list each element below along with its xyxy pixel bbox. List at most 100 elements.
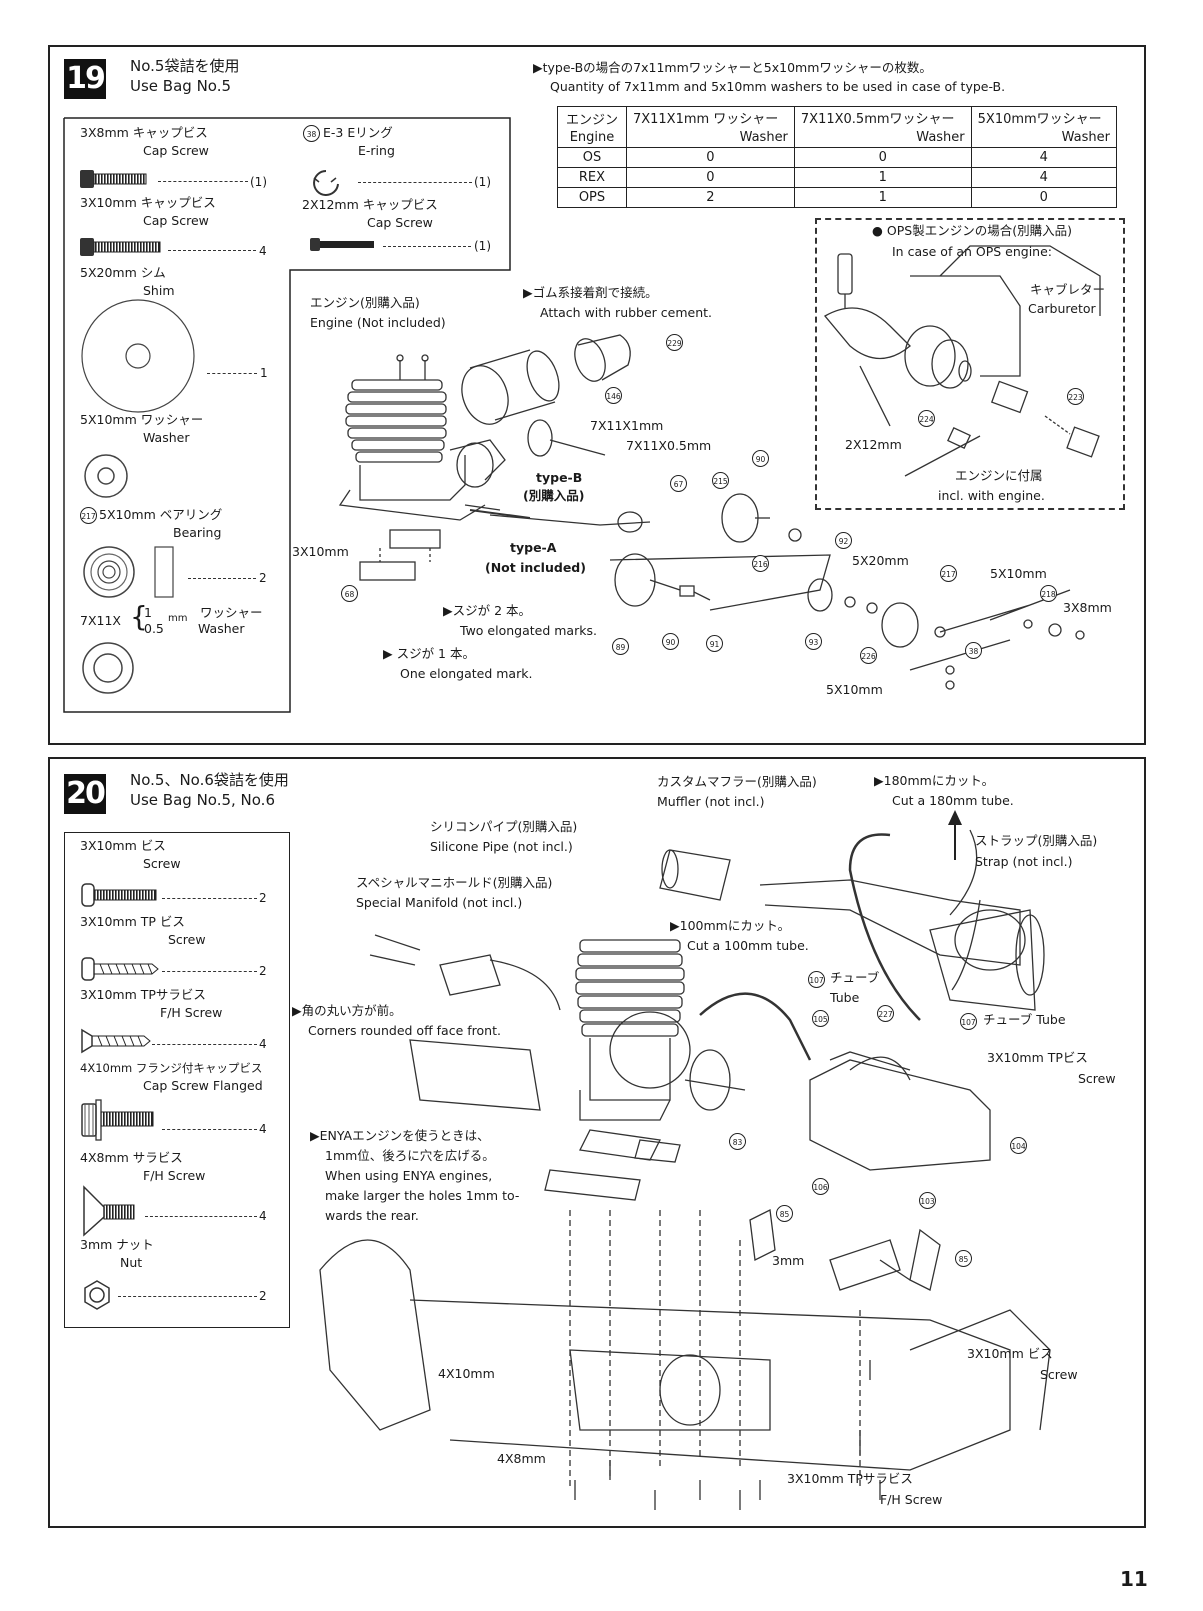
rubber-cement-en: Attach with rubber cement. (540, 305, 713, 320)
part-3mm-nut-en: Nut (120, 1255, 143, 1270)
part-e-ring-qty: (1) (474, 175, 491, 189)
part-qty: 4 (259, 1209, 267, 1223)
ops-carb-jp: キャブレター (1030, 282, 1106, 297)
part-2x12-cap-screw-jp: 2X12mm キャップビス (302, 197, 438, 212)
step-19-bag-jp: No.5袋詰を使用 (130, 57, 240, 75)
silicone-pipe-jp: シリコンパイプ(別購入品) (430, 819, 578, 834)
ref-callout: 83 (729, 1133, 746, 1150)
ref-callout: 91 (706, 635, 723, 652)
part-4x10-flanged-en: Cap Screw Flanged (143, 1078, 263, 1093)
part-2x12-cap-screw-en: Cap Screw (367, 215, 433, 230)
washer-7x11x05-label: 7X11X0.5mm (626, 438, 712, 453)
qty-leader (207, 373, 257, 374)
washer-icon (82, 642, 134, 694)
cut-100-en: Cut a 100mm tube. (687, 938, 809, 953)
brace: { (130, 600, 148, 633)
tube-label-2: チューブ Tube (983, 1012, 1066, 1027)
flanged-cap-screw-icon (81, 1099, 154, 1141)
two-marks-jp: ▶スジが 2 本。 (443, 603, 532, 618)
size-4x10-label: 4X10mm (438, 1366, 495, 1381)
part-3x8-qty: (1) (250, 175, 267, 189)
washer-quantity-table: エンジン 7X11X1mm ワッシャー 7X11X0.5mmワッシャー 5X10… (557, 106, 1118, 208)
washer-7x11x1-label: 7X11X1mm (590, 418, 664, 433)
part-bearing-jp: 5X10mm ベアリング (99, 507, 223, 522)
step-20-parts-box (64, 832, 290, 1328)
flathead-screw-icon (83, 1185, 135, 1237)
fh-screw-label-en: F/H Screw (880, 1492, 943, 1507)
ref-callout: 104 (1010, 1137, 1027, 1154)
size-3x8-label: 3X8mm (1063, 600, 1112, 615)
page-number: 11 (1120, 1567, 1148, 1591)
muffler-label-en: Muffler (not incl.) (657, 794, 765, 809)
silicone-pipe-en: Silicone Pipe (not incl.) (430, 839, 573, 854)
nut-3mm-label: 3mm (772, 1253, 805, 1268)
part-shim-qty: 1 (260, 366, 268, 380)
tp-screw-jp: 3X10mm TPビス (987, 1050, 1088, 1065)
one-mark-en: One elongated mark. (400, 666, 533, 681)
part-2x12-qty: (1) (474, 239, 491, 253)
part-4x10-flanged-jp: 4X10mm フランジ付キャップビス (80, 1061, 263, 1075)
engine-muffler-tank-assembly-diagram (319, 810, 1051, 1510)
qty-leader (188, 578, 256, 579)
ref-217-callout: 217 (80, 507, 97, 524)
table-header-w1-en: Washer (625, 128, 795, 148)
type-b-label: type-B (536, 470, 583, 485)
ref-38-callout: 38 (303, 125, 320, 142)
ref-224-callout: 224 (918, 410, 935, 427)
carburetor-illustration (824, 245, 1101, 477)
enya-note-en-1: When using ENYA engines, (325, 1168, 493, 1183)
two-marks-en: Two elongated marks. (460, 623, 597, 638)
part-3x10-screw-en: Screw (143, 856, 181, 871)
ref-callout: 67 (670, 475, 687, 492)
part-bearing-qty: 2 (259, 571, 267, 585)
part-4x8-fh-jp: 4X8mm サラビス (80, 1150, 183, 1165)
table-header-w3-en: Washer (970, 128, 1118, 148)
cap-screw-icon (310, 238, 374, 251)
washer-icon (84, 454, 128, 498)
table-header-w2-en: Washer (793, 128, 972, 148)
part-3x10-tp-screw-en: Screw (168, 932, 206, 947)
part-7x11-washer-en: Washer (198, 621, 245, 636)
table-row: REX 0 1 4 (557, 167, 1118, 188)
qty-leader (358, 182, 472, 183)
pan-screw-icon (81, 883, 157, 907)
cut-180-jp: ▶180mmにカット。 (874, 773, 995, 788)
ops-incl-jp: エンジンに付属 (955, 468, 1043, 483)
ref-callout: 227 (877, 1005, 894, 1022)
cut-180-en: Cut a 180mm tube. (892, 793, 1014, 808)
part-3x10-cap-screw-jp: 3X10mm キャップビス (80, 195, 216, 210)
step-19-panel (48, 45, 1146, 745)
table-note-en: Quantity of 7x11mm and 5x10mm washers to… (550, 79, 1006, 94)
enya-note-en-2: make larger the holes 1mm to- (325, 1188, 520, 1203)
table-header-w2: 7X11X0.5mmワッシャー (793, 106, 972, 128)
manifold-jp: スペシャルマニホールド(別購入品) (356, 875, 553, 890)
muffler-label-jp: カスタムマフラー(別購入品) (657, 774, 817, 789)
ref-callout: 226 (860, 647, 877, 664)
table-cell: 4 (970, 167, 1118, 188)
e-ring-icon (313, 170, 339, 196)
cap-screw-icon (80, 170, 147, 188)
step-20-bag-jp: No.5、No.6袋詰を使用 (130, 771, 289, 789)
ops-engine-box (815, 218, 1125, 510)
table-cell: REX (557, 167, 627, 188)
part-3x10-cap-screw-en: Cap Screw (143, 213, 209, 228)
cap-screw-icon (80, 238, 161, 256)
corners-en: Corners rounded off face front. (308, 1023, 501, 1038)
step-20-panel (48, 757, 1146, 1528)
part-qty: 2 (259, 891, 267, 905)
ops-title-jp: ● OPS製エンジンの場合(別購入品) (872, 223, 1072, 238)
ref-callout: 89 (612, 638, 629, 655)
ref-callout: 85 (955, 1250, 972, 1267)
qty-leader (152, 1044, 257, 1045)
table-header-engine: エンジン (557, 106, 627, 128)
corners-jp: ▶角の丸い方が前。 (292, 1003, 402, 1018)
part-qty: 2 (259, 964, 267, 978)
ops-carb-en: Carburetor (1028, 301, 1096, 316)
shim-icon (81, 299, 195, 413)
ref-callout: 218 (1040, 585, 1057, 602)
table-row: OPS 2 1 0 (557, 187, 1118, 208)
screw-3x10-label-jp: 3X10mm ビス (967, 1346, 1053, 1361)
ref-callout: 215 (712, 472, 729, 489)
tube-label-jp: チューブ (830, 970, 880, 985)
ref-callout: 146 (605, 387, 622, 404)
